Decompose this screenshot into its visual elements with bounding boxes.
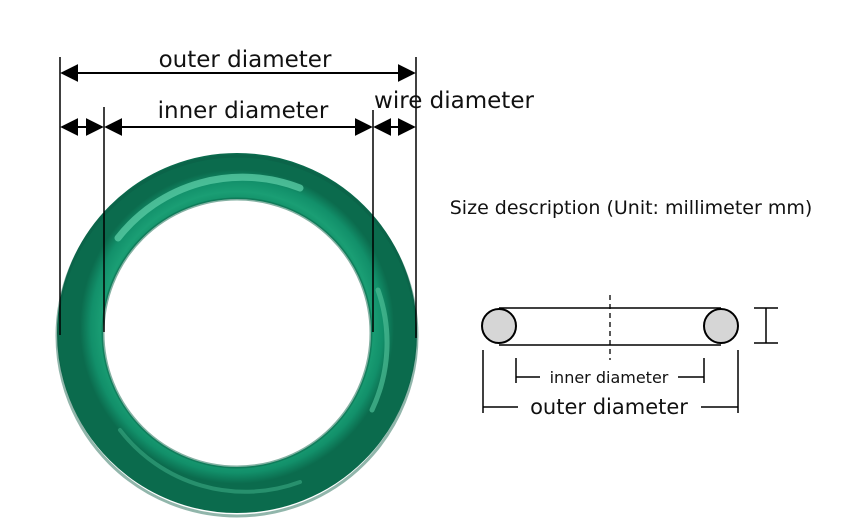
o-ring-shadow-inner (101, 197, 373, 469)
ring-dimension-lines (59, 57, 417, 338)
o-ring-highlight (114, 173, 304, 242)
inner-diameter-label: inner diameter (158, 98, 329, 124)
o-ring-highlight-3 (118, 428, 302, 494)
o-ring-highlight-2 (369, 287, 390, 413)
outer-diameter-label: outer diameter (159, 47, 332, 73)
wire-diameter-label: wire diameter (374, 88, 534, 114)
o-ring-shadow-outer (55, 154, 419, 518)
cross-section-right (703, 308, 739, 344)
o-ring-image (55, 153, 419, 518)
cross-section-left (481, 308, 517, 344)
cross-section-outer-diameter-label: outer diameter (530, 395, 688, 419)
size-description-label: Size description (Unit: millimeter mm) (450, 197, 813, 219)
cross-section-diagram (481, 295, 778, 413)
cross-section-inner-diameter-label: inner diameter (550, 368, 669, 387)
